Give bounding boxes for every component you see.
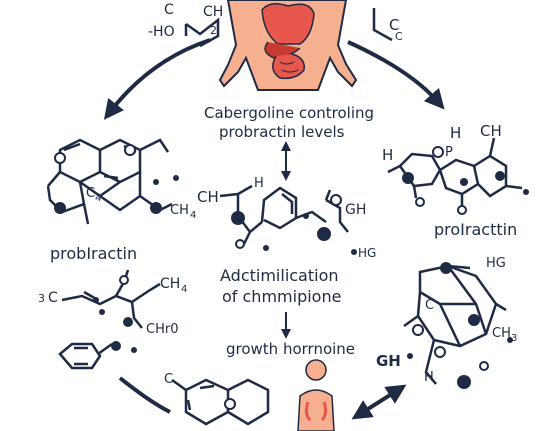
atom-label: C — [389, 16, 400, 34]
atom-label: 3 — [511, 333, 518, 344]
right-molecule-atoms — [402, 146, 529, 215]
atom-label: P — [445, 145, 453, 160]
bottom-center-molecule — [171, 378, 270, 426]
atom-label: GH — [345, 202, 367, 218]
bottom-left-molecule — [58, 269, 161, 370]
atom-label: CH — [197, 188, 219, 206]
center-molecule-atoms — [231, 194, 357, 255]
human-body-bottom-icon — [297, 359, 335, 431]
atom-label: GH — [376, 352, 401, 370]
atom-label: HG — [486, 256, 506, 271]
mid-label-line2: of chmmipione — [222, 287, 342, 306]
left-molecule-label: probIractin — [50, 244, 138, 263]
left-molecule-atoms — [54, 144, 179, 214]
growth-hormone-label: growth horrnoine — [226, 340, 356, 358]
center-molecule — [219, 184, 349, 245]
atom-label: CH — [160, 276, 181, 292]
atom-label: 4 — [95, 193, 102, 204]
top-left-fragment — [184, 17, 220, 48]
diagram-title-line2: probractin levels — [219, 123, 345, 141]
atom-label: C — [48, 290, 58, 306]
atom-label: C — [425, 298, 435, 313]
bottom-center-atoms — [224, 398, 236, 410]
atom-label: CH — [492, 326, 511, 341]
atom-label: H — [424, 370, 434, 385]
mid-label-line1: Adctimilication — [220, 266, 339, 285]
cycle-arrows — [103, 38, 445, 420]
atom-label: CH — [170, 203, 189, 218]
bottom-right-atoms — [407, 262, 513, 389]
bottom-right-molecule — [403, 264, 507, 385]
right-molecule-label: proIracttin — [434, 220, 518, 239]
atom-label: -HO — [148, 24, 175, 40]
atom-label: HG — [358, 246, 377, 260]
atom-label: 4 — [181, 284, 188, 295]
arrow-top-left — [103, 38, 211, 120]
arrow-bottom-right — [351, 384, 407, 420]
atom-label: CHr0 — [146, 322, 179, 337]
atom-label: C — [164, 2, 174, 18]
atom-label: H — [382, 146, 394, 164]
arrow-bottom-left — [118, 376, 171, 414]
arrow-top-right — [347, 40, 445, 110]
atom-label: C — [395, 30, 403, 43]
right-molecule — [387, 137, 523, 206]
atom-label: H — [254, 176, 264, 191]
top-right-fragment — [372, 8, 393, 42]
bottom-left-atoms — [93, 275, 137, 353]
atom-label: CH — [203, 4, 224, 20]
human-body-top-icon — [218, 0, 358, 91]
atom-label: CH — [480, 122, 502, 140]
atom-label: C — [86, 186, 96, 201]
atom-label: 2 — [210, 24, 217, 37]
atom-label: 4 — [190, 210, 197, 221]
atom-label: H — [450, 124, 462, 142]
atom-label: C — [164, 372, 174, 387]
diagram-title-line1: Cabergoline controling — [204, 104, 375, 122]
atom-label: 3 — [38, 292, 45, 305]
